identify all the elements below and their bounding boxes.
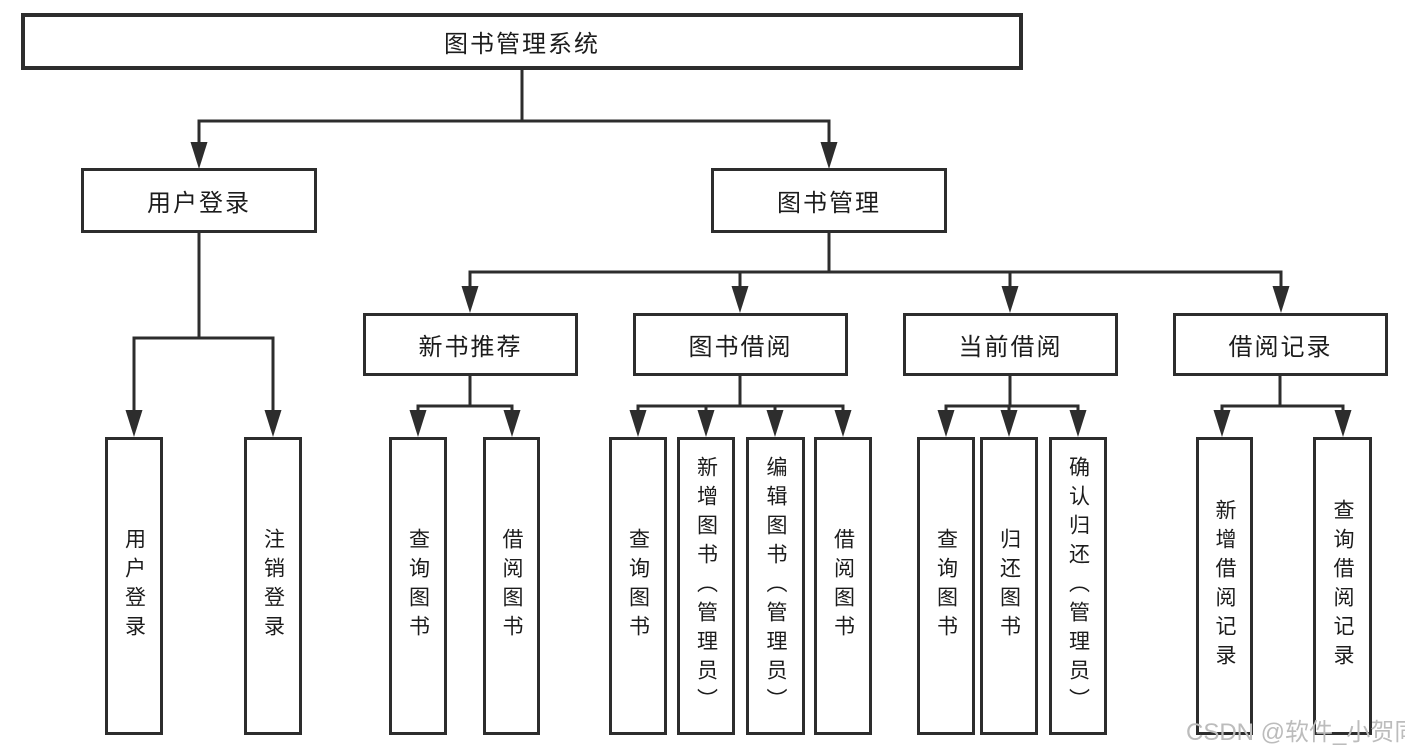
edges-current xyxy=(937,376,1087,437)
node-current-borrow: 当前借阅 xyxy=(903,313,1118,376)
arrow-down-icon xyxy=(190,142,208,169)
arrow-down-icon xyxy=(629,410,647,437)
arrow-down-icon xyxy=(1334,410,1352,437)
leaf-logout: 注销登录 xyxy=(244,437,302,735)
leaf-current-query-book: 查询图书 xyxy=(917,437,975,735)
node-root-system: 图书管理系统 xyxy=(21,13,1023,70)
arrow-down-icon xyxy=(731,286,749,313)
node-borrow-records: 借阅记录 xyxy=(1173,313,1388,376)
arrow-down-icon xyxy=(820,142,838,169)
node-user-login-branch: 用户登录 xyxy=(81,168,317,233)
arrow-down-icon xyxy=(834,410,852,437)
leaf-newbook-borrow-book: 借阅图书 xyxy=(483,437,540,735)
leaf-borrow-edit-book-admin: 编辑图书（管理员） xyxy=(746,437,805,735)
arrow-down-icon xyxy=(264,410,282,437)
edges-records xyxy=(1213,376,1352,437)
edges-login xyxy=(125,233,282,437)
arrow-down-icon xyxy=(937,410,955,437)
arrow-down-icon xyxy=(461,286,479,313)
leaf-records-query-record: 查询借阅记录 xyxy=(1313,437,1372,735)
leaf-borrow-query-book: 查询图书 xyxy=(609,437,667,735)
leaf-current-confirm-return-admin: 确认归还（管理员） xyxy=(1049,437,1107,735)
watermark-text: CSDN @软件_小贺同 xyxy=(1186,719,1405,746)
arrow-down-icon xyxy=(697,410,715,437)
edges-borrow xyxy=(629,376,852,437)
edges-mgmt xyxy=(461,233,1290,313)
edges-root xyxy=(190,69,838,169)
arrow-down-icon xyxy=(1213,410,1231,437)
arrow-down-icon xyxy=(1001,286,1019,313)
leaf-borrow-add-book-admin: 新增图书（管理员） xyxy=(677,437,735,735)
node-new-book-recommend: 新书推荐 xyxy=(363,313,578,376)
leaf-newbook-query-book: 查询图书 xyxy=(389,437,447,735)
leaf-user-login: 用户登录 xyxy=(105,437,163,735)
arrow-down-icon xyxy=(409,410,427,437)
node-book-borrow: 图书借阅 xyxy=(633,313,848,376)
watermark: CSDN @软件_小贺同学 xyxy=(1186,712,1405,747)
arrow-down-icon xyxy=(766,410,784,437)
edges-newbook xyxy=(409,376,521,437)
leaf-records-add-record: 新增借阅记录 xyxy=(1196,437,1253,735)
node-book-management: 图书管理 xyxy=(711,168,947,233)
leaf-current-return-book: 归还图书 xyxy=(980,437,1038,735)
arrow-down-icon xyxy=(1069,410,1087,437)
arrow-down-icon xyxy=(1000,410,1018,437)
arrow-down-icon xyxy=(125,410,143,437)
arrow-down-icon xyxy=(503,410,521,437)
leaf-borrow-borrow-book: 借阅图书 xyxy=(814,437,872,735)
arrow-down-icon xyxy=(1272,286,1290,313)
